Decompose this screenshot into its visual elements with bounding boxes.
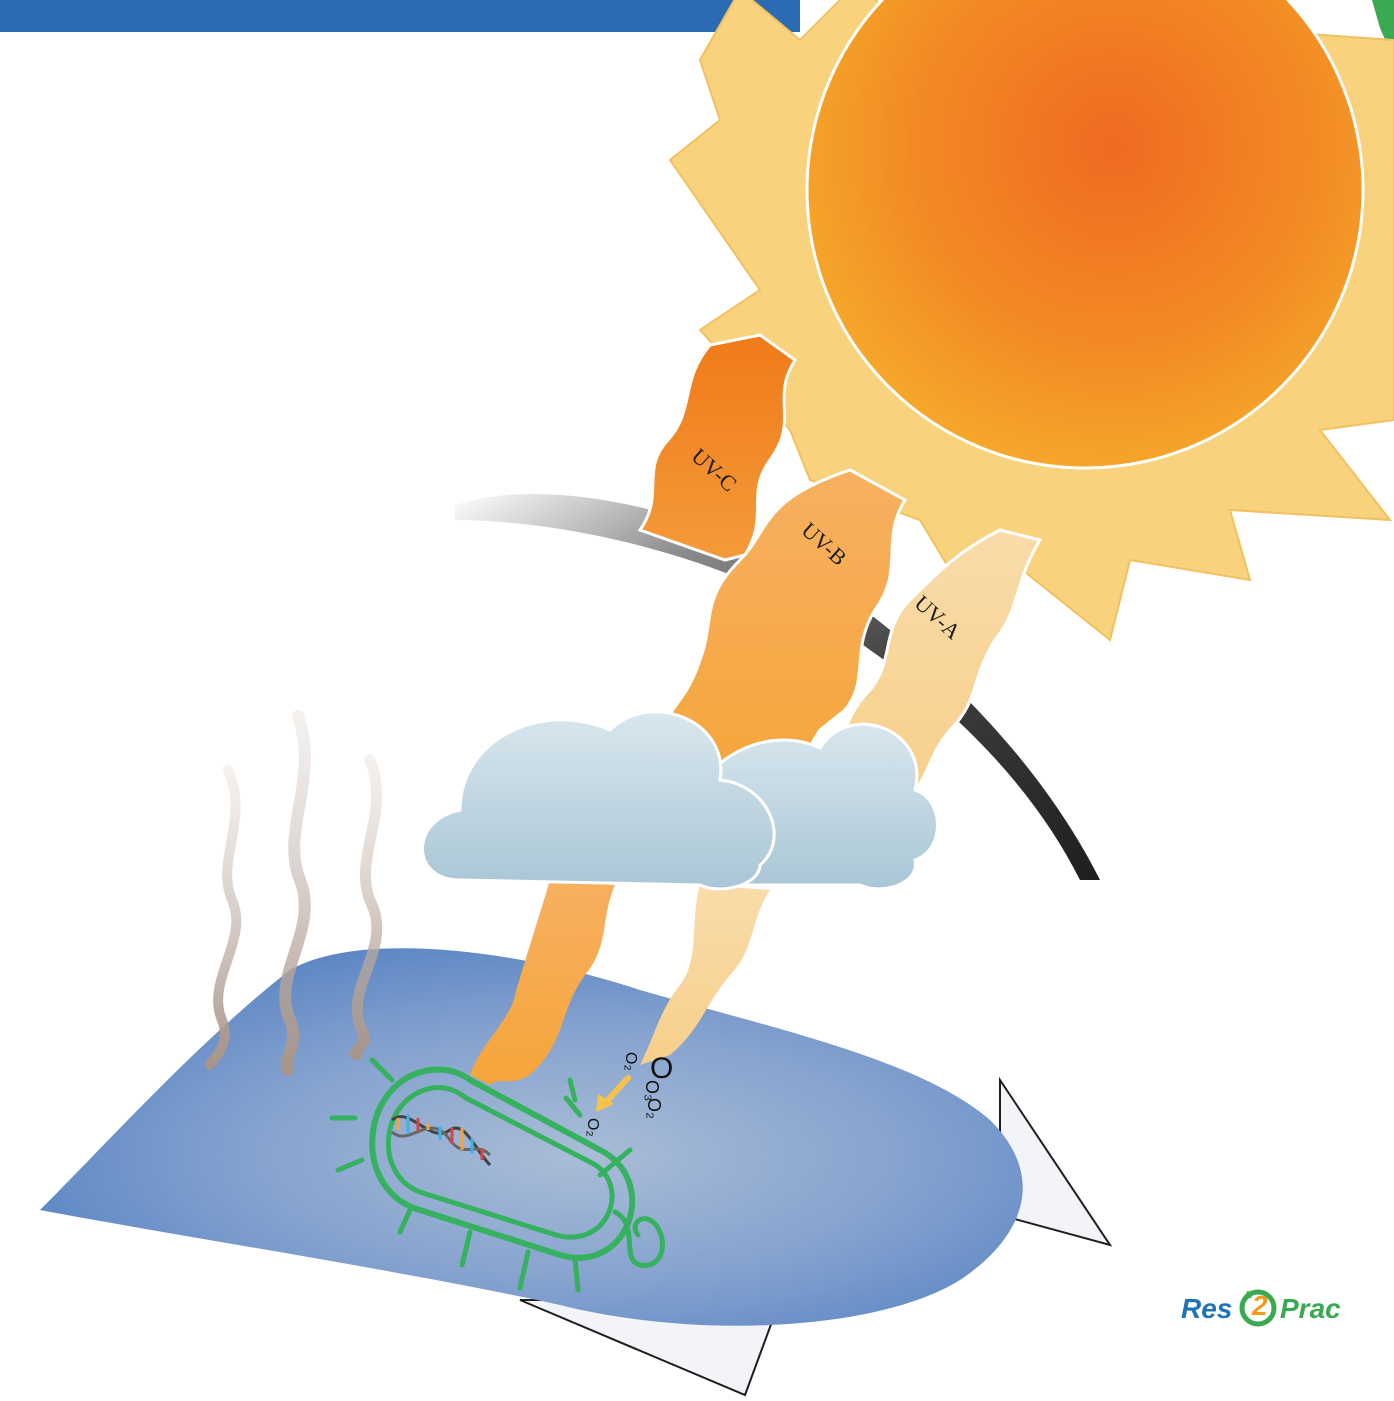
surface (40, 948, 1110, 1395)
logo-text-left: Res (1181, 1293, 1232, 1324)
o2-molecule-c: O₂ (584, 1118, 601, 1137)
o2-molecule-a: O₂ (622, 1052, 639, 1071)
header-bar (0, 0, 800, 32)
o2-molecule-b: O₂ (644, 1098, 664, 1119)
logo-text-right: Prac (1280, 1293, 1341, 1324)
logo-number: 2 (1251, 1290, 1268, 1321)
res2prac-logo: Res 2 Prac (1181, 1290, 1341, 1324)
